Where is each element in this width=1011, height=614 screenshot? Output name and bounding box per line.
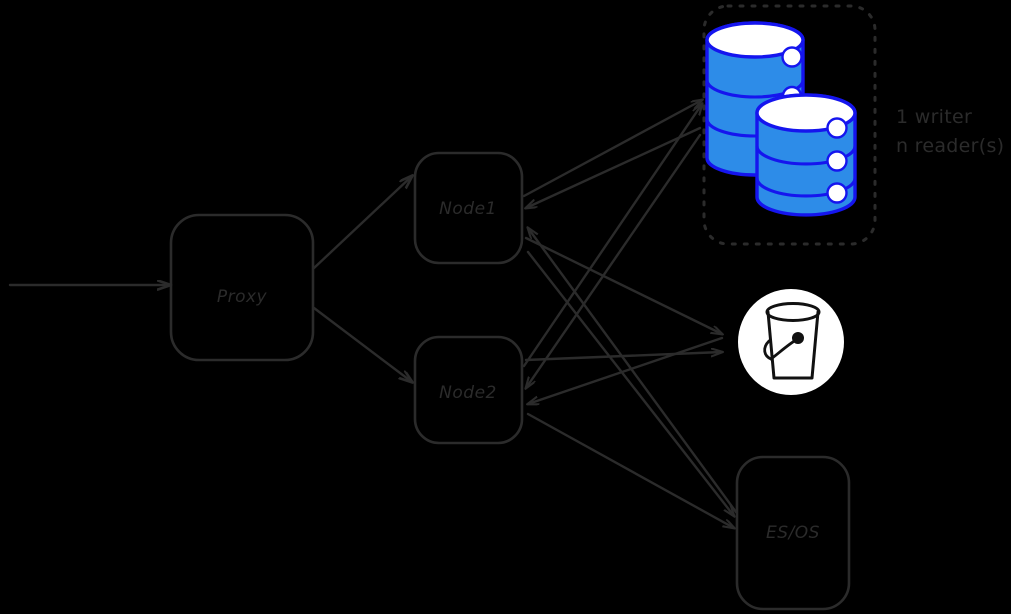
esos-label: ES/OS xyxy=(766,523,820,543)
edge-node2-esos xyxy=(526,412,734,528)
bucket-icon xyxy=(763,302,821,380)
edge-layer xyxy=(8,100,738,528)
esos-box[interactable] xyxy=(735,455,851,611)
proxy-label: Proxy xyxy=(217,287,268,307)
node1-node[interactable]: Node1 xyxy=(413,151,524,265)
proxy-box[interactable] xyxy=(169,213,315,362)
object-store-node[interactable] xyxy=(738,289,844,395)
edge-bucket-node2 xyxy=(528,336,724,404)
edge-proxy-node1 xyxy=(312,176,412,270)
db-annotation-line1: 1 writer xyxy=(896,106,972,128)
edge-esos-node1 xyxy=(528,228,738,514)
edge-node1-bucket xyxy=(524,236,722,334)
esos-node[interactable]: ES/OS xyxy=(735,455,851,611)
node2-label: Node2 xyxy=(439,383,497,403)
node2-node[interactable]: Node2 xyxy=(413,335,524,445)
database-group[interactable]: 1 writer n reader(s) xyxy=(702,4,1004,246)
database-cylinder-front-icon xyxy=(755,93,857,217)
edge-database-node1 xyxy=(526,126,702,208)
node2-box[interactable] xyxy=(413,335,524,445)
database-group-dashed-border xyxy=(702,4,877,246)
edge-proxy-node2 xyxy=(312,306,412,382)
edge-node2-database xyxy=(522,104,702,368)
db-annotation-line2: n reader(s) xyxy=(896,135,1004,157)
proxy-node[interactable]: Proxy xyxy=(169,213,315,362)
edge-node1-database xyxy=(522,100,702,198)
edge-database-node2 xyxy=(526,133,702,388)
edge-node1-esos xyxy=(526,250,734,516)
node1-box[interactable] xyxy=(413,151,524,265)
node1-label: Node1 xyxy=(439,199,497,219)
edge-node2-bucket xyxy=(524,352,722,362)
